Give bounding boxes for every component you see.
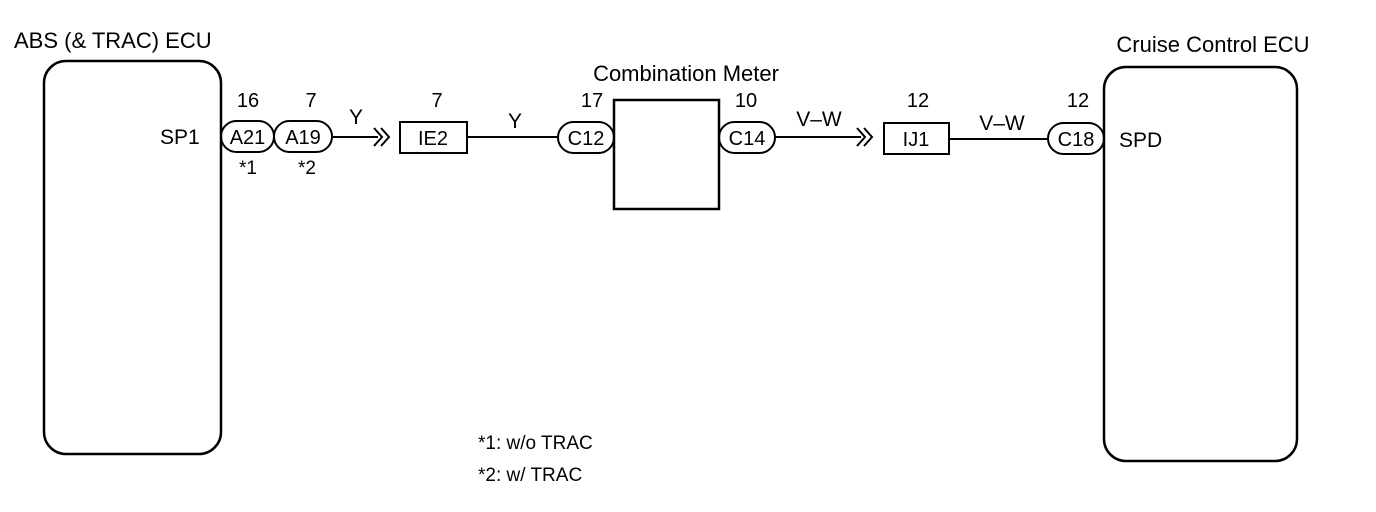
combination-meter-body — [612, 98, 721, 211]
connector-a21-pin: 16 — [237, 90, 259, 112]
connector-c18-id: C18 — [1058, 129, 1095, 151]
wire-1-color-label: Y — [349, 106, 363, 129]
connector-ie2: 7 IE2 — [399, 90, 468, 154]
connector-a21: 16 A21 *1 — [220, 90, 275, 179]
cruise-control-ecu: Cruise Control ECU SPD — [1102, 32, 1310, 463]
wire-2: Y — [467, 110, 558, 138]
connector-c14-pin: 10 — [735, 90, 757, 112]
connector-ij1-pin: 12 — [907, 90, 929, 112]
wire-1: Y — [332, 106, 391, 147]
connector-c18-pin: 12 — [1067, 90, 1089, 112]
connector-c14: 10 C14 — [718, 90, 776, 154]
connector-a21-note: *1 — [239, 158, 257, 179]
connector-c14-id: C14 — [729, 128, 766, 150]
connector-a21-id: A21 — [230, 127, 266, 149]
footnote-2: *2: w/ TRAC — [478, 465, 582, 486]
connector-c12-pin: 17 — [581, 90, 603, 112]
wire-3: V–W — [775, 108, 874, 147]
wire-3-color-label: V–W — [796, 108, 842, 131]
cruise-ecu-body — [1102, 65, 1299, 463]
abs-ecu-body — [42, 59, 223, 456]
connector-a19-pin: 7 — [305, 90, 316, 112]
connector-ie2-id: IE2 — [418, 128, 448, 150]
footnotes: *1: w/o TRAC *2: w/ TRAC — [478, 433, 593, 486]
wire-4: V–W — [949, 112, 1048, 140]
abs-ecu-title: ABS (& TRAC) ECU — [14, 28, 212, 53]
connector-c18: 12 C18 — [1047, 90, 1105, 155]
junction-chevron-ij1 — [856, 127, 874, 147]
connector-ie2-pin: 7 — [431, 90, 442, 112]
connector-c12-id: C12 — [568, 128, 605, 150]
connector-ij1-id: IJ1 — [903, 129, 930, 151]
connector-ij1: 12 IJ1 — [883, 90, 950, 155]
combination-meter-title: Combination Meter — [593, 61, 779, 86]
abs-ecu-pin-label: SP1 — [160, 126, 200, 149]
connector-a19-id: A19 — [285, 127, 321, 149]
connector-c12: 17 C12 — [557, 90, 615, 154]
connector-a19-note: *2 — [298, 158, 316, 179]
combination-meter: Combination Meter — [593, 61, 779, 211]
junction-chevron-ie2 — [373, 127, 391, 147]
cruise-ecu-title: Cruise Control ECU — [1116, 32, 1309, 57]
abs-ecu: ABS (& TRAC) ECU SP1 — [14, 28, 223, 456]
footnote-1: *1: w/o TRAC — [478, 433, 593, 454]
connector-a19: 7 A19 *2 — [273, 90, 333, 179]
cruise-ecu-pin-label: SPD — [1119, 129, 1162, 152]
wire-2-color-label: Y — [508, 110, 522, 133]
wire-4-color-label: V–W — [979, 112, 1025, 135]
